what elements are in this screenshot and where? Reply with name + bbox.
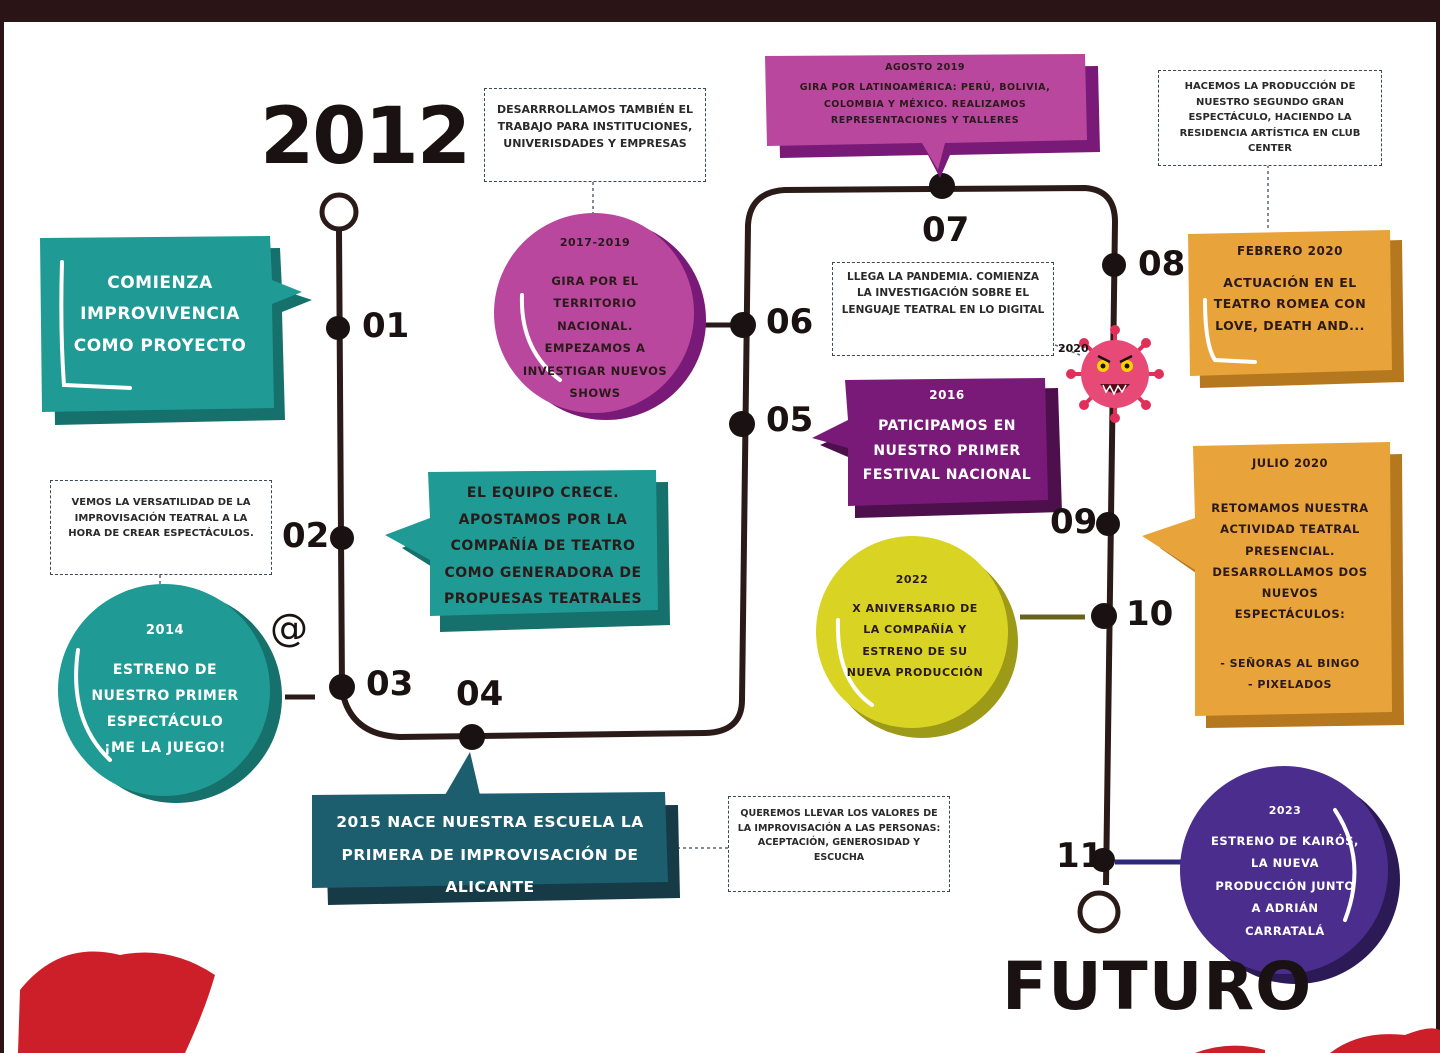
note-07: LLEGA LA PANDEMIA. COMIENZA LA INVESTIGA… [832,262,1054,356]
card-08-text: ACTUACIÓN EN EL TEATRO ROMEA CON LOVE, D… [1213,275,1367,333]
card-03-shape [58,584,282,803]
step-dot-06 [730,312,756,338]
card-06-shape [494,213,706,420]
note-06: DESARRROLLAMOS TAMBIÉN EL TRABAJO PARA I… [484,88,706,182]
card-07-shape [765,54,1100,178]
card-04-text: 2015 NACE NUESTRA ESCUELA LA PRIMERA DE … [336,813,644,897]
card-09-list: - SEÑORAS AL BINGO - PIXELADOS [1210,654,1370,696]
step-dot-11 [1091,848,1115,872]
step-number-10: 10 [1126,594,1174,634]
step-number-06: 06 [766,302,814,342]
step-number-07: 07 [922,210,970,250]
card-08-year: FEBRERO 2020 [1237,244,1343,258]
card-10-year: 2022 [895,573,929,586]
card-05-shape [812,378,1062,518]
card-08-shape [1188,230,1404,388]
card-07-text: GIRA POR LATINOAMÉRICA: PERÚ, BOLIVIA, C… [799,82,1051,127]
step-dot-09 [1096,512,1120,536]
step-dot-04 [459,724,485,750]
lips-decoration-bottom-right [1195,1028,1440,1053]
card-01-text: COMIENZA IMPROVIVENCIA COMO PROYECTO [73,273,247,356]
start-year-title: 2012 [260,92,471,182]
card-03-text: ESTRENO DE NUESTRO PRIMER ESPECTÁCULO ¡M… [91,662,239,756]
step-number-11: 11 [1056,836,1104,876]
future-title: FUTURO [1002,948,1313,1025]
note-08: HACEMOS LA PRODUCCIÓN DE NUESTRO SEGUNDO… [1158,70,1382,166]
card-02-shape [385,470,670,632]
card-09-text: RETOMAMOS NUESTRA ACTIVIDAD TEATRAL PRES… [1211,501,1369,622]
step-number-02: 02 [282,516,330,556]
at-symbol: @ [270,606,308,650]
card-05-text: PATICIPAMOS EN NUESTRO PRIMER FESTIVAL N… [862,418,1032,483]
step-number-01: 01 [362,306,410,346]
step-number-05: 05 [766,400,814,440]
card-11-shape [1180,766,1400,984]
card-09-list-item: - SEÑORAS AL BINGO [1220,657,1360,670]
step-number-09: 09 [1050,502,1098,542]
card-07-year: AGOSTO 2019 [885,62,965,73]
card-09-year: JULIO 2020 [1251,456,1328,470]
step-dot-02 [330,526,354,550]
end-circle [1077,890,1121,934]
card-10-text: X ANIVERSARIO DE LA COMPAÑÍA Y ESTRENO D… [846,602,984,680]
card-03-year: 2014 [145,623,185,638]
card-06-text: GIRA POR EL TERRITORIO NACIONAL. EMPEZAM… [522,274,668,401]
step-dot-07 [929,173,955,199]
start-circle [319,192,359,232]
step-dot-08 [1102,253,1126,277]
card-09-shape [1142,442,1404,728]
card-01-shape [40,236,312,425]
card-11-text: ESTRENO DE KAIRÓS, LA NUEVA PRODUCCIÓN J… [1211,834,1359,938]
step-dot-03 [329,674,355,700]
timeline-path [336,184,1119,886]
note-02: VEMOS LA VERSATILIDAD DE LA IMPROVISACIÓ… [50,480,272,575]
step-number-04: 04 [456,674,504,714]
step-dot-10 [1091,603,1117,629]
step-dot-05 [729,411,755,437]
card-10-shape [816,536,1018,738]
card-04-shape [310,752,680,905]
card-06-year: 2017-2019 [559,236,631,249]
step-number-03: 03 [366,664,414,704]
virus-icon [1066,325,1164,423]
step-number-08: 08 [1138,244,1186,284]
card-02-text: EL EQUIPO CRECE. APOSTAMOS POR LA COMPAÑ… [443,485,643,608]
virus-year-label: 2020 [1058,342,1089,355]
step-dot-01 [326,316,350,340]
card-09-list-item: - PIXELADOS [1248,677,1332,691]
lips-decoration-left [18,951,215,1053]
card-05-year: 2016 [929,388,965,402]
card-11-year: 2023 [1268,804,1302,817]
note-04: QUEREMOS LLEVAR LOS VALORES DE LA IMPROV… [728,796,950,892]
